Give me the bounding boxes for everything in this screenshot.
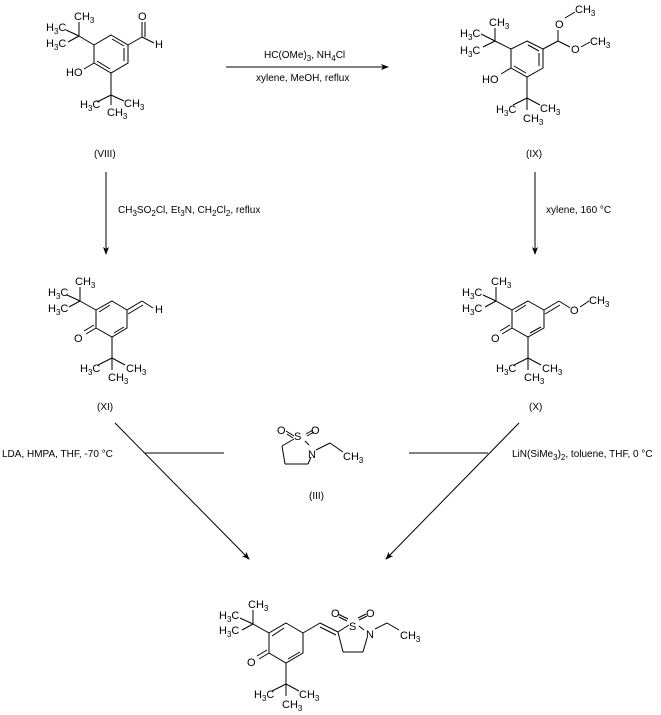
- acetal-oxygen: O: [571, 44, 580, 56]
- carbonyl-oxygen: O: [74, 333, 83, 345]
- methyl-label: H3C: [462, 303, 482, 317]
- methyl-label: H3C: [460, 28, 480, 42]
- methyl-label: H3C: [46, 22, 66, 36]
- methyl-label: CH3: [108, 372, 129, 386]
- aldehyde-oxygen: O: [138, 11, 147, 23]
- carbonyl-oxygen: O: [491, 333, 500, 345]
- condition-ix-to-x: xylene, 160 °C: [546, 205, 611, 216]
- methyl-label: H3C: [48, 287, 68, 301]
- compound-viii: O H HO CH3 H3C H3C H3C CH3 CH3 (VIII): [46, 11, 163, 160]
- compound-label-xi: (XI): [97, 402, 113, 413]
- condition-viii-to-ix-above: HC(OMe)3, NH4Cl: [264, 50, 345, 63]
- hydroxyl-group: HO: [66, 67, 83, 79]
- methyl-label: H3C: [80, 99, 100, 113]
- condition-viii-to-ix-below: xylene, MeOH, reflux: [256, 73, 349, 84]
- methyl-label: CH3: [343, 451, 364, 465]
- methyl-label: H3C: [80, 363, 100, 377]
- methyl-label: CH3: [491, 276, 512, 290]
- methyl-label: CH3: [75, 276, 96, 290]
- methyl-label: CH3: [542, 363, 563, 377]
- methyl-label: CH3: [282, 699, 303, 713]
- compound-label-x: (X): [529, 402, 542, 413]
- methyl-label: H3C: [496, 104, 516, 118]
- compound-label-iii: (III): [309, 491, 324, 502]
- isothiazolidine-ring: [281, 429, 344, 465]
- methyl-label: CH3: [107, 107, 128, 121]
- sulfonyl-oxygen: O: [331, 608, 340, 620]
- compound-x: O O CH3 CH3 H3C H3C H3C CH3 CH3 (X): [462, 276, 610, 413]
- methyl-label: CH3: [124, 98, 145, 112]
- methyl-label: H3C: [460, 45, 480, 59]
- compound-ix: O CH3 O CH3 HO CH3 H3C H3C H3C CH3 CH3 (…: [460, 4, 611, 160]
- benzene-ring: [65, 22, 155, 105]
- nitrogen-atom: N: [308, 449, 316, 461]
- sulfonyl-oxygen: O: [366, 608, 375, 620]
- cyclohexadienone-ring: [239, 610, 400, 696]
- carbonyl-oxygen: O: [247, 657, 256, 669]
- methyl-label: CH3: [248, 599, 269, 613]
- acetal-oxygen: O: [555, 19, 564, 31]
- methyl-label: CH3: [400, 630, 421, 644]
- methyl-label: CH3: [489, 17, 510, 31]
- reagent-iii: O S O N CH3 (III): [277, 425, 364, 502]
- arrow-xi-to-product: [114, 422, 250, 560]
- methyl-label: H3C: [462, 287, 482, 301]
- nitrogen-atom: N: [366, 629, 374, 641]
- sulfur-atom: S: [349, 621, 356, 633]
- arrow-x-to-product: [385, 422, 520, 560]
- sulfonyl-oxygen: O: [311, 425, 320, 437]
- methyl-label: CH3: [589, 295, 610, 309]
- condition-xi-to-product: LDA, HMPA, THF, -70 °C: [2, 449, 113, 460]
- sulfur-atom: S: [294, 431, 301, 443]
- methyl-label: H3C: [48, 303, 68, 317]
- condition-viii-to-xi: CH3SO2Cl, Et3N, CH2Cl2, reflux: [118, 205, 260, 218]
- condition-x-to-product: LiN(SiMe3)2, toluene, THF, 0 °C: [512, 449, 653, 462]
- aldehyde-hydrogen: H: [155, 39, 163, 51]
- compound-product: O O S O N CH3 CH3 H3C H3C H3C CH3 CH3: [219, 599, 421, 713]
- methoxy-oxygen: O: [570, 305, 579, 317]
- methyl-label: CH3: [575, 4, 596, 18]
- methyl-label: CH3: [299, 689, 320, 703]
- sulfonyl-oxygen: O: [277, 425, 286, 437]
- methyl-label: H3C: [219, 625, 239, 639]
- methyl-label: H3C: [254, 689, 274, 703]
- methyl-label: H3C: [46, 38, 66, 52]
- compound-label-viii: (VIII): [94, 149, 116, 160]
- methyl-label: CH3: [540, 103, 561, 117]
- methyl-label: CH3: [523, 113, 544, 127]
- benzene-ring: [480, 11, 591, 110]
- methyl-label: CH3: [590, 36, 611, 50]
- compound-label-ix: (IX): [526, 149, 542, 160]
- methyl-label: CH3: [126, 363, 147, 377]
- methyl-label: CH3: [524, 372, 545, 386]
- cyclohexadienone-ring: [482, 287, 590, 370]
- hydroxyl-group: HO: [482, 74, 499, 86]
- methyl-label: H3C: [219, 610, 239, 624]
- vinyl-hydrogen: H: [155, 304, 163, 316]
- methyl-label: CH3: [74, 11, 95, 25]
- compound-xi: O H CH3 H3C H3C H3C CH3 CH3 (XI): [48, 276, 163, 413]
- methyl-label: H3C: [496, 363, 516, 377]
- cyclohexadienone-ring: [66, 287, 154, 370]
